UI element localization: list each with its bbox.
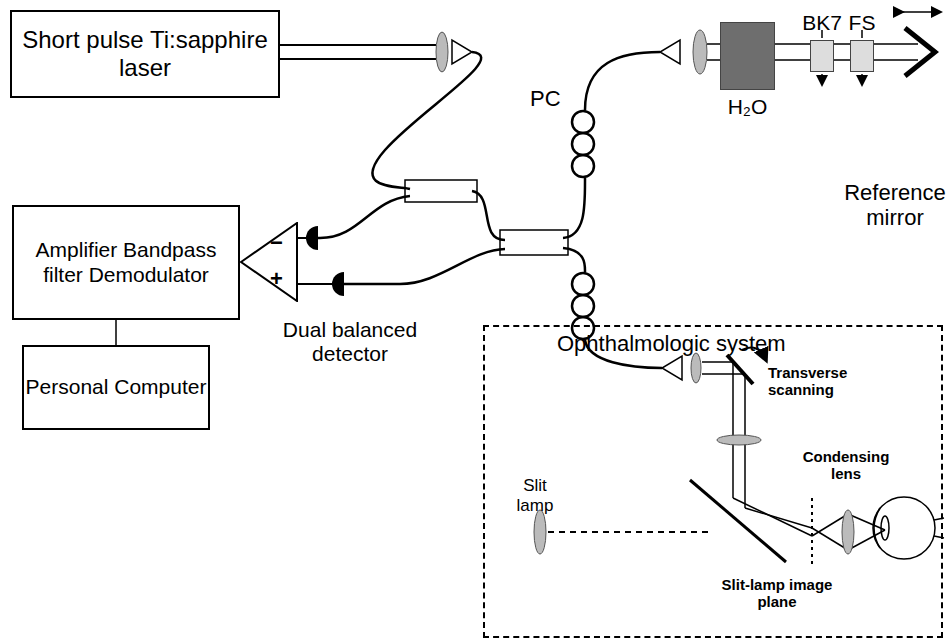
electronics-box: Amplifier Bandpass filter Demodulator <box>12 205 240 320</box>
connector-line <box>115 320 117 345</box>
water-cell: H₂O <box>720 22 775 90</box>
differential-amplifier: −+ <box>240 222 298 302</box>
ophthalmologic-region: Ophthalmologic system <box>483 325 943 638</box>
node-text: FS <box>849 11 876 35</box>
controller-label: PC <box>530 86 570 111</box>
node-text: Personal Computer <box>26 375 207 399</box>
computer-box: Personal Computer <box>22 345 210 430</box>
lens-label: Condensing lens <box>796 448 896 483</box>
mirror-label: Reference mirror <box>842 180 948 231</box>
node-text: − <box>270 230 283 255</box>
slit-lamp-label: Slit lamp <box>510 476 560 515</box>
fs-wedge: FS <box>850 40 874 72</box>
node-text: Ophthalmologic system <box>557 331 786 356</box>
node-text: + <box>270 266 283 291</box>
image-plane-label: Slit-lamp image plane <box>712 576 842 611</box>
node-text: BK7 <box>802 11 842 35</box>
scanner-label: Transverse scanning <box>768 364 858 399</box>
triangle-outline <box>240 222 298 302</box>
node-text: H₂O <box>728 95 768 119</box>
detector-label: Dual balanced detector <box>250 318 450 366</box>
laser-box: Short pulse Ti:sapphire laser <box>10 10 280 98</box>
bk7-wedge: BK7 <box>810 40 834 72</box>
node-text: Amplifier Bandpass filter Demodulator <box>14 238 238 286</box>
node-text: Short pulse Ti:sapphire laser <box>12 26 278 81</box>
